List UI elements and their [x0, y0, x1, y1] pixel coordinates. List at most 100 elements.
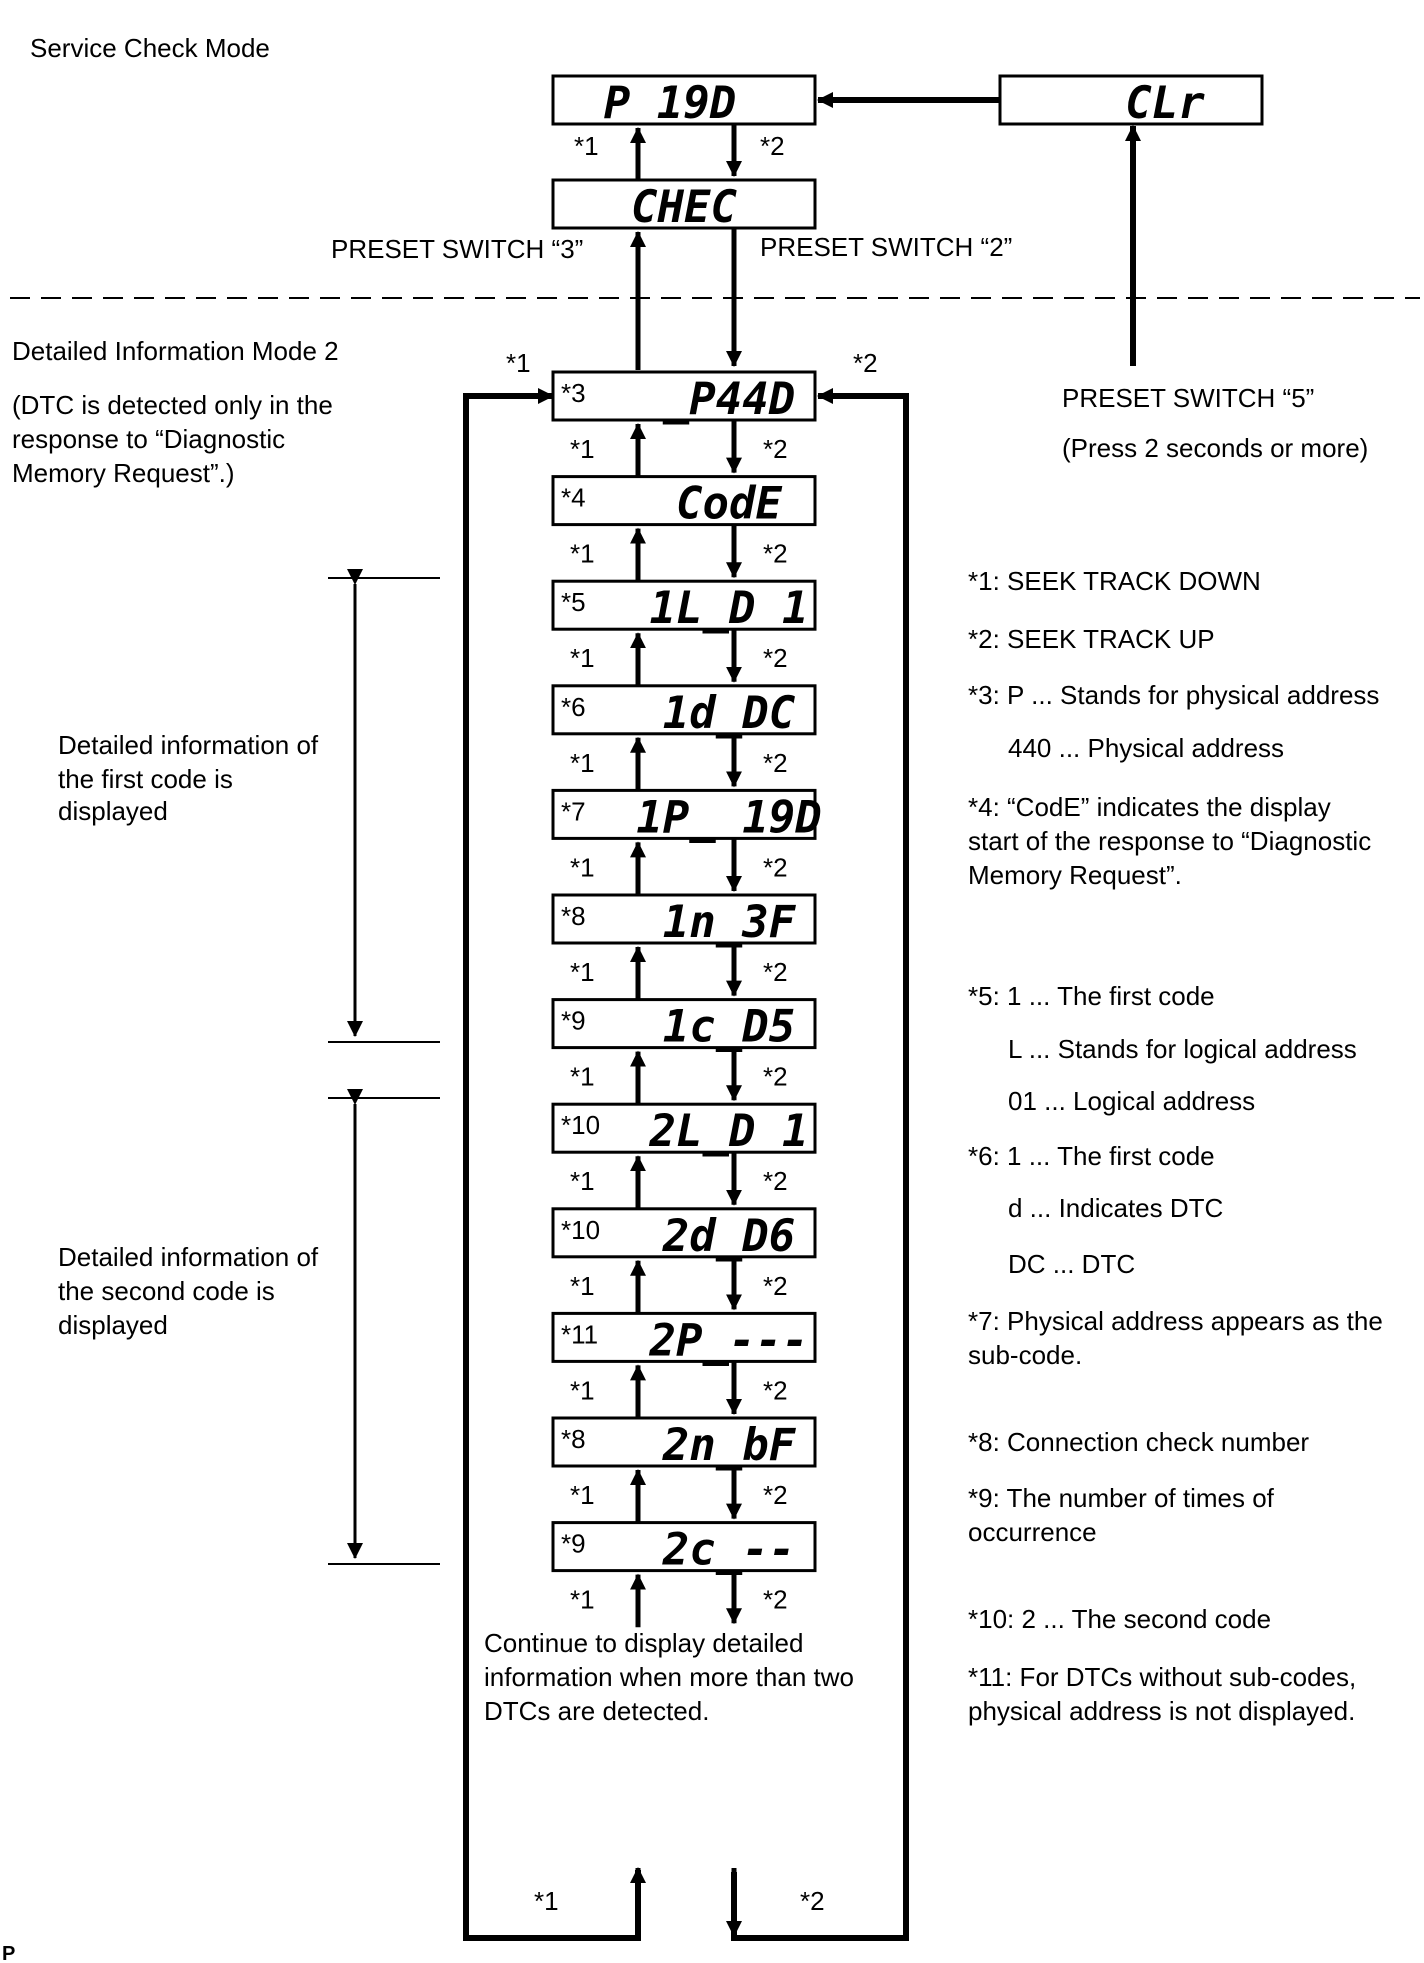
legend: *1: SEEK TRACK DOWN*2: SEEK TRACK UP*3: …	[968, 566, 1383, 1726]
arrow-label-up: *2	[763, 1271, 788, 1301]
arrow-label-up: *2	[763, 1062, 788, 1092]
second-code-line-3: displayed	[58, 1310, 168, 1340]
second-code-bracket	[328, 1089, 440, 1565]
arrow-label-up: *2	[763, 852, 788, 882]
display-tag: *9	[561, 1006, 586, 1036]
legend-line: Memory Request”.	[968, 860, 1182, 890]
arrow-label-down: *1	[570, 434, 595, 464]
display-tag: *3	[561, 378, 586, 408]
svg-text:CHEC: CHEC	[631, 182, 737, 233]
legend-line: *8: Connection check number	[968, 1427, 1309, 1457]
arrow-label-down: *1	[570, 1585, 595, 1615]
display-box: *8 1n_3F	[551, 893, 817, 948]
arrow-label-down: *1	[570, 852, 595, 882]
arrow-label-down: *1	[570, 748, 595, 778]
legend-line: *10: 2 ... The second code	[968, 1604, 1271, 1634]
legend-line: physical address is not displayed.	[968, 1696, 1355, 1726]
display-box: *9 1c_D5	[551, 998, 817, 1053]
second-code-line-1: Detailed information of	[58, 1242, 319, 1272]
arrow-label-up: *2	[763, 434, 788, 464]
arrow-label-up: *2	[763, 1585, 788, 1615]
display-box: *9 2c_--	[551, 1521, 817, 1576]
display-box: *7 1P_ 19D	[551, 788, 822, 843]
display-text: CodE	[676, 479, 782, 530]
display-tag: *11	[561, 1319, 598, 1349]
arrow-label-down: *1	[570, 643, 595, 673]
loop-label-down: *1	[506, 348, 531, 378]
legend-line: *3: P ... Stands for physical address	[968, 680, 1379, 710]
first-code-bracket	[328, 569, 440, 1043]
legend-line: *11: For DTCs without sub-codes,	[968, 1662, 1356, 1692]
arrow-label-down: *1	[574, 131, 599, 161]
legend-line: *6: 1 ... The first code	[968, 1141, 1215, 1171]
first-code-line-3: displayed	[58, 796, 168, 826]
legend-line: *5: 1 ... The first code	[968, 981, 1215, 1011]
display-text: 2n_bF	[662, 1420, 797, 1471]
arrow-label-up: *2	[763, 957, 788, 987]
legend-line: 01 ... Logical address	[1008, 1086, 1255, 1116]
display-tag: *8	[561, 901, 586, 931]
display-box: *5 1L_D 1	[551, 579, 817, 634]
arrow-label-down: *1	[570, 1480, 595, 1510]
preset5-label: PRESET SWITCH “5”	[1062, 383, 1314, 413]
svg-text:P 19D: P 19D	[604, 78, 736, 129]
arrow-label-down: *1	[570, 1062, 595, 1092]
legend-line: *4: “CodE” indicates the display	[968, 792, 1331, 822]
display-text: 2d_D6	[662, 1211, 795, 1262]
display-box: *8 2n_bF	[551, 1416, 817, 1471]
legend-line: *9: The number of times of	[968, 1483, 1275, 1513]
display-p190: P 19D	[551, 74, 817, 129]
display-tag: *9	[561, 1529, 586, 1559]
legend-line: *7: Physical address appears as the	[968, 1306, 1383, 1336]
display-tag: *6	[561, 692, 586, 722]
bottom-label-down: *1	[534, 1886, 559, 1916]
display-clr: CLr	[998, 74, 1264, 129]
legend-line: 440 ... Physical address	[1008, 733, 1284, 763]
arrow-label-up: *2	[763, 1166, 788, 1196]
svg-text:CLr: CLr	[1125, 78, 1205, 129]
display-tag: *8	[561, 1424, 586, 1454]
display-text: 1c_D5	[663, 1002, 795, 1053]
service-mode-title: Service Check Mode	[30, 33, 270, 63]
display-box: *6 1d_DC	[551, 684, 817, 739]
display-text: _P44D	[663, 374, 795, 425]
legend-line: start of the response to “Diagnostic	[968, 826, 1371, 856]
preset3-label: PRESET SWITCH “3”	[331, 234, 583, 264]
second-code-line-2: the second code is	[58, 1276, 275, 1306]
first-code-line-1: Detailed information of	[58, 730, 319, 760]
detail-note-line-3: Memory Request”.)	[12, 458, 235, 488]
display-tag: *5	[561, 587, 586, 617]
arrow-label-down: *1	[570, 957, 595, 987]
arrow-label-down: *1	[570, 1271, 595, 1301]
preset2-label: PRESET SWITCH “2”	[760, 232, 1012, 262]
legend-line: d ... Indicates DTC	[1008, 1193, 1223, 1223]
display-text: 1P_ 19D	[636, 792, 821, 843]
continue-line-2: information when more than two	[484, 1662, 854, 1692]
display-tag: *7	[561, 796, 586, 826]
legend-line: *1: SEEK TRACK DOWN	[968, 566, 1261, 596]
continue-line-1: Continue to display detailed	[484, 1628, 803, 1658]
display-text: 1L_D 1	[650, 583, 809, 634]
preset5-press-note: (Press 2 seconds or more)	[1062, 433, 1368, 463]
display-text: 2P_---	[649, 1315, 809, 1366]
legend-line: DC ... DTC	[1008, 1249, 1135, 1279]
loop-label-up: *2	[853, 348, 878, 378]
display-text: 1d_DC	[663, 688, 796, 739]
arrow-label-up: *2	[763, 1480, 788, 1510]
first-code-line-2: the first code is	[58, 764, 233, 794]
detail-note-line-1: (DTC is detected only in the	[12, 390, 333, 420]
display-chec: CHEC	[551, 178, 817, 233]
bottom-label-up: *2	[800, 1886, 825, 1916]
display-box: *11 2P_---	[551, 1311, 817, 1366]
display-text: 2c_--	[662, 1525, 795, 1576]
detail-note-line-2: response to “Diagnostic	[12, 424, 285, 454]
display-text: 1n_3F	[663, 897, 797, 948]
arrow-label-up: *2	[763, 748, 788, 778]
corner-mark: P	[2, 1943, 15, 1963]
detail-mode-title: Detailed Information Mode 2	[12, 336, 339, 366]
display-text: 2L_D 1	[649, 1106, 809, 1157]
